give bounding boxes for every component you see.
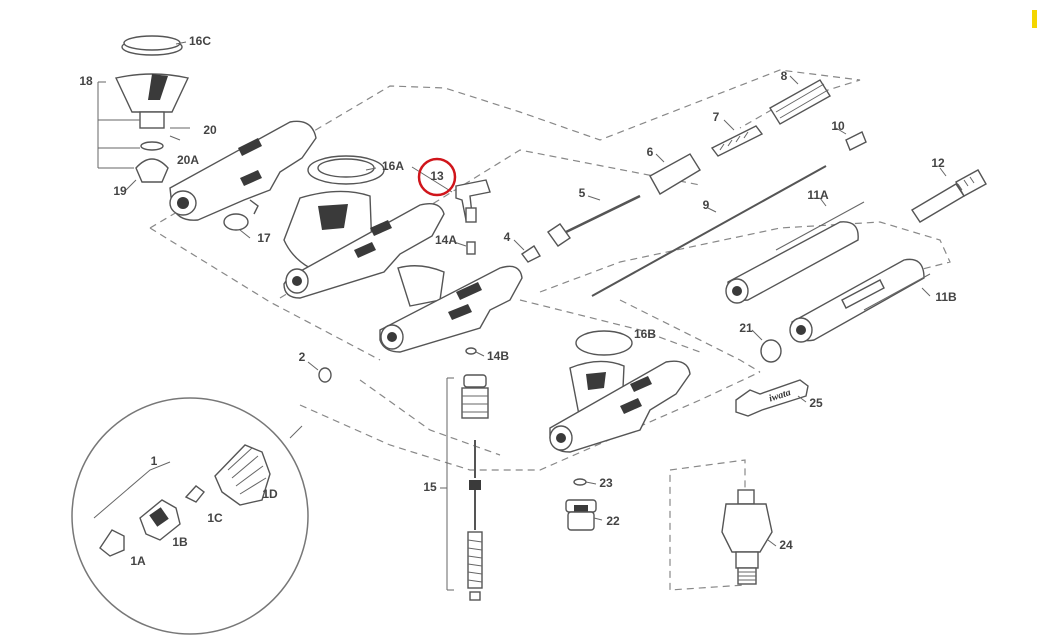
label-8: 8 xyxy=(781,69,788,83)
label-7: 7 xyxy=(713,110,720,124)
label-10: 10 xyxy=(831,119,845,133)
label-13: 13 xyxy=(430,169,444,183)
label-17: 17 xyxy=(257,231,271,245)
tip-1c xyxy=(184,485,205,503)
label-16c: 16C xyxy=(189,34,211,48)
nozzle-1a xyxy=(99,529,125,557)
assembly-dashed-outlines xyxy=(149,69,951,591)
part-10 xyxy=(845,131,867,151)
label-2: 2 xyxy=(299,350,306,364)
label-1d: 1D xyxy=(262,487,278,501)
o-ring-23 xyxy=(573,478,587,486)
highlight-circle-13 xyxy=(417,157,457,197)
label-1: 1 xyxy=(151,454,158,468)
needle-9 xyxy=(591,165,827,297)
airbrush-body-center xyxy=(379,265,523,355)
label-1c: 1C xyxy=(207,511,223,525)
label-20: 20 xyxy=(203,123,217,137)
label-4: 4 xyxy=(504,230,511,244)
handle-11a xyxy=(725,201,865,304)
valve-nut-22 xyxy=(565,499,597,531)
label-1a: 1A xyxy=(130,554,146,568)
part-12 xyxy=(911,169,987,223)
label-19: 19 xyxy=(113,184,127,198)
head-assembly-inset xyxy=(71,397,309,635)
part-labels: 1 1A 1B 1C 1D 2 4 5 6 7 8 9 10 11A 11B 1… xyxy=(79,34,957,568)
label-14b: 14B xyxy=(487,349,509,363)
airbrush-body-16a xyxy=(283,155,445,299)
trigger-13 xyxy=(455,179,491,255)
label-16a: 16A xyxy=(382,159,404,173)
label-16b: 16B xyxy=(634,327,656,341)
nozzle-head-1b xyxy=(139,499,181,541)
label-21: 21 xyxy=(739,321,753,335)
needle-chucking-assembly xyxy=(520,79,831,263)
label-14a: 14A xyxy=(435,233,457,247)
label-22: 22 xyxy=(606,514,620,528)
leader-lines xyxy=(125,41,947,547)
nozzle-cap-1d xyxy=(214,444,271,506)
airbrush-body-1 xyxy=(169,120,317,231)
label-15: 15 xyxy=(423,480,437,494)
label-5: 5 xyxy=(579,186,586,200)
label-1b: 1B xyxy=(172,535,188,549)
label-12: 12 xyxy=(931,156,945,170)
label-9: 9 xyxy=(703,198,710,212)
label-11b: 11B xyxy=(935,290,957,304)
handle-11b xyxy=(789,258,931,343)
label-18: 18 xyxy=(79,74,93,88)
label-11a: 11A xyxy=(807,188,829,202)
label-24: 24 xyxy=(779,538,793,552)
label-23: 23 xyxy=(599,476,613,490)
edge-mark xyxy=(1032,10,1037,28)
label-20a: 20A xyxy=(177,153,199,167)
label-25: 25 xyxy=(809,396,823,410)
air-valve-15 xyxy=(440,374,489,601)
o-ring-21 xyxy=(760,339,782,363)
quick-disconnect-24 xyxy=(721,489,773,585)
airbrush-body-16b xyxy=(549,330,691,453)
o-ring-2 xyxy=(318,367,332,383)
label-6: 6 xyxy=(647,145,654,159)
wrench-25: iwata xyxy=(735,379,809,417)
